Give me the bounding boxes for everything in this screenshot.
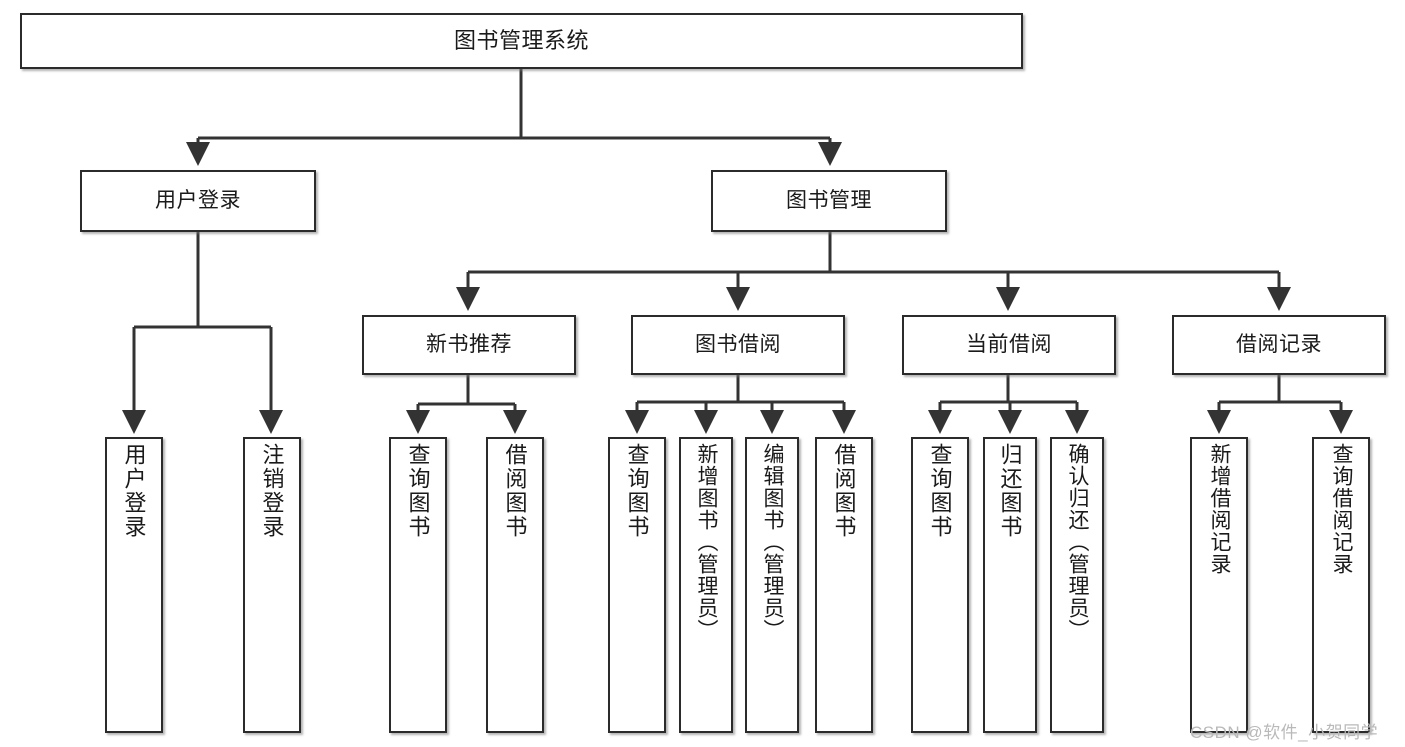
node-leaf-query-book-2-label: 查询图书: [624, 443, 650, 539]
node-leaf-return-book[interactable]: 归还图书: [983, 437, 1037, 733]
node-leaf-user-login-label: 用户登录: [121, 443, 147, 539]
node-book-management[interactable]: 图书管理: [711, 170, 947, 232]
node-current-borrow[interactable]: 当前借阅: [902, 315, 1116, 375]
node-leaf-borrow-book-2-label: 借阅图书: [831, 443, 857, 539]
node-leaf-add-book[interactable]: 新增图书（管理员）: [679, 437, 733, 733]
node-book-borrow[interactable]: 图书借阅: [631, 315, 845, 375]
node-leaf-query-record[interactable]: 查询借阅记录: [1312, 437, 1370, 733]
node-leaf-query-record-label: 查询借阅记录: [1330, 443, 1354, 575]
node-leaf-add-book-label: 新增图书（管理员）: [695, 443, 719, 641]
node-leaf-edit-book-label: 编辑图书（管理员）: [761, 443, 785, 641]
node-current-borrow-label: 当前借阅: [966, 332, 1052, 356]
node-user-login[interactable]: 用户登录: [80, 170, 316, 232]
node-new-book-recommend-label: 新书推荐: [426, 332, 512, 356]
node-leaf-logout[interactable]: 注销登录: [243, 437, 301, 733]
node-book-borrow-label: 图书借阅: [695, 332, 781, 356]
node-leaf-borrow-book-2[interactable]: 借阅图书: [815, 437, 873, 733]
node-root-label: 图书管理系统: [453, 28, 589, 54]
node-book-management-label: 图书管理: [786, 188, 872, 212]
node-leaf-logout-label: 注销登录: [259, 443, 285, 539]
node-new-book-recommend[interactable]: 新书推荐: [362, 315, 576, 375]
node-leaf-add-record-label: 新增借阅记录: [1208, 443, 1232, 575]
node-leaf-user-login[interactable]: 用户登录: [105, 437, 163, 733]
node-leaf-borrow-book-1[interactable]: 借阅图书: [486, 437, 544, 733]
node-leaf-borrow-book-1-label: 借阅图书: [502, 443, 528, 539]
node-leaf-add-record[interactable]: 新增借阅记录: [1190, 437, 1248, 733]
node-leaf-confirm-return[interactable]: 确认归还（管理员）: [1050, 437, 1104, 733]
node-root[interactable]: 图书管理系统: [20, 13, 1023, 69]
node-user-login-label: 用户登录: [155, 188, 241, 212]
node-leaf-query-book-3[interactable]: 查询图书: [911, 437, 969, 733]
watermark: CSDN @软件_小贺同学: [1190, 723, 1379, 742]
node-leaf-edit-book[interactable]: 编辑图书（管理员）: [745, 437, 799, 733]
node-leaf-confirm-return-label: 确认归还（管理员）: [1066, 443, 1090, 641]
node-leaf-query-book-1[interactable]: 查询图书: [389, 437, 447, 733]
node-leaf-query-book-3-label: 查询图书: [927, 443, 953, 539]
node-borrow-record[interactable]: 借阅记录: [1172, 315, 1386, 375]
node-borrow-record-label: 借阅记录: [1236, 332, 1322, 356]
node-leaf-query-book-2[interactable]: 查询图书: [608, 437, 666, 733]
node-leaf-query-book-1-label: 查询图书: [405, 443, 431, 539]
node-leaf-return-book-label: 归还图书: [997, 443, 1023, 539]
